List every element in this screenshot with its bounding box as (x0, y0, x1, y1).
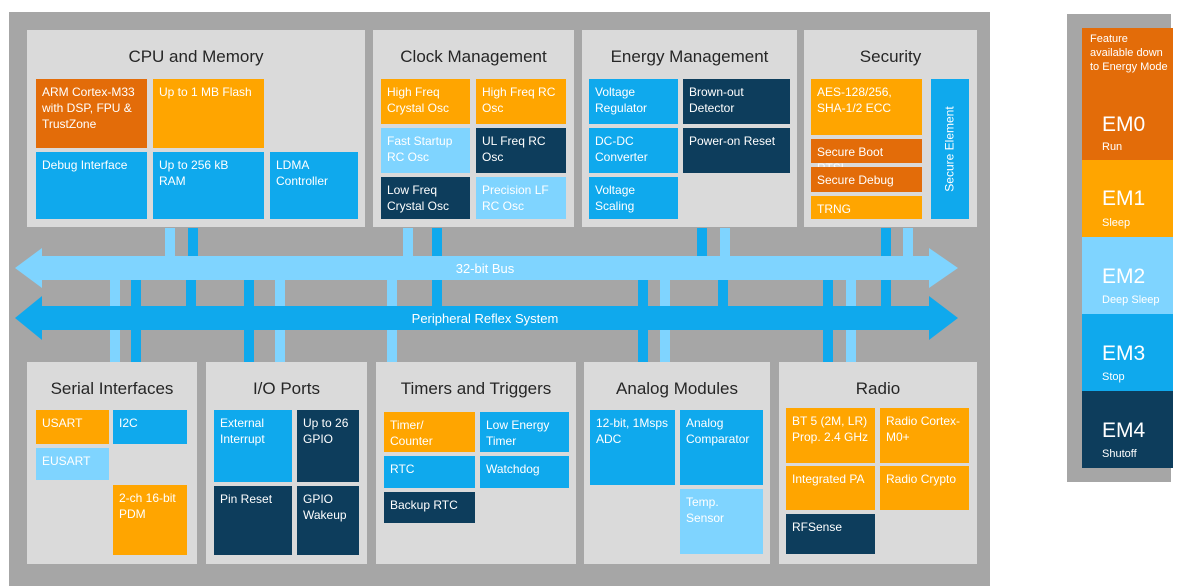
secure-element-label: Secure Element (943, 106, 958, 192)
legend-level-desc: Deep Sleep (1102, 294, 1160, 306)
block-hf-rc-osc: High Freq RC Osc (476, 79, 566, 124)
block-external-interrupt: External Interrupt (214, 410, 292, 482)
connector-bar (720, 228, 730, 262)
block-watchdog: Watchdog (480, 456, 569, 488)
block-gpio-wakeup: GPIO Wakeup (297, 486, 359, 555)
legend-em4: EM4 Shutoff (1082, 391, 1173, 468)
panel-title: Analog Modules (616, 379, 738, 398)
block-rfsense: RFSense (786, 514, 875, 554)
legend-level-name: EM2 (1102, 265, 1146, 288)
legend-level-desc: Run (1102, 141, 1123, 153)
block-radio-cortex-m0: Radio Cortex-M0+ (880, 408, 969, 463)
connector-bar (881, 280, 891, 310)
bus-diagram (15, 248, 958, 340)
connector-bar (432, 280, 442, 310)
panel-title: Serial Interfaces (50, 379, 174, 398)
block-radio-crypto: Radio Crypto (880, 466, 969, 510)
block-secure-debug: Secure Debug (811, 167, 922, 192)
panel-title: Radio (855, 379, 901, 398)
block-ulf-rc-osc: UL Freq RC Osc (476, 128, 566, 173)
block-brown-out-detector: Brown-out Detector (683, 79, 790, 124)
block-pin-reset: Pin Reset (214, 486, 292, 555)
block-secure-element: Secure Element (931, 79, 969, 219)
prs-bus-label: Peripheral Reflex System (411, 311, 559, 326)
block-voltage-scaling: Voltage Scaling (589, 177, 678, 219)
legend-level-desc: Shutoff (1102, 448, 1137, 460)
panel-title: Clock Management (400, 47, 547, 66)
panel-title: Energy Management (610, 47, 769, 66)
legend-level-desc: Sleep (1102, 217, 1131, 229)
legend-header: Feature available down to Energy Mode (1090, 33, 1168, 73)
block-trng: TRNG (811, 196, 922, 219)
bus-32bit-label: 32-bit Bus (455, 261, 515, 276)
block-ldma: LDMA Controller (270, 152, 358, 219)
block-flash: Up to 1 MB Flash (153, 79, 264, 148)
legend-level-name: EM4 (1102, 419, 1146, 442)
bus-32bit-arrow (15, 248, 958, 288)
connector-bar (403, 228, 413, 262)
block-gpio: Up to 26 GPIO (297, 410, 359, 482)
block-eusart: EUSART (36, 448, 109, 480)
block-analog-comparator: Analog Comparator (680, 410, 763, 485)
block-backup-rtc: Backup RTC (384, 492, 475, 523)
block-fast-startup-rc-osc: Fast Startup RC Osc (381, 128, 470, 173)
connector-bar (432, 228, 442, 262)
connector-bar (903, 228, 913, 262)
block-arm-cortex: ARM Cortex-M33 with DSP, FPU & TrustZone (36, 79, 147, 148)
legend-level-desc: Stop (1102, 371, 1125, 383)
panel-title: Timers and Triggers (400, 379, 552, 398)
block-aes-sha-ecc: AES-128/256, SHA-1/2 ECC (811, 79, 922, 135)
panel-title: I/O Ports (252, 379, 321, 398)
block-rtc: RTC (384, 456, 475, 488)
block-letimer: Low Energy Timer (480, 412, 569, 452)
prs-bus-arrow (15, 296, 958, 340)
connector-bar (186, 280, 196, 310)
connector-bar (188, 228, 198, 262)
block-integrated-pa: Integrated PA (786, 466, 875, 510)
panel-title: CPU and Memory (128, 47, 264, 66)
connector-bar (718, 280, 728, 310)
block-hf-crystal-osc: High Freq Crystal Osc (381, 79, 470, 124)
block-power-on-reset: Power-on Reset (683, 128, 790, 173)
block-bt5-radio: BT 5 (2M, LR) Prop. 2.4 GHz (786, 408, 875, 463)
legend-em0: Feature available down to Energy Mode EM… (1082, 28, 1173, 160)
panel-title: Security (859, 47, 922, 66)
block-ram: Up to 256 kB RAM (153, 152, 264, 219)
block-debug-interface: Debug Interface (36, 152, 147, 219)
legend-em2: EM2 Deep Sleep (1082, 237, 1173, 314)
legend-level-name: EM0 (1102, 113, 1146, 136)
block-adc: 12-bit, 1Msps ADC (590, 410, 675, 485)
block-secure-boot: Secure Boot RTSL (811, 139, 922, 175)
connector-bar (881, 228, 891, 262)
legend-level-name: EM3 (1102, 342, 1146, 365)
connector-bar (697, 228, 707, 262)
connector-bar (165, 228, 175, 262)
block-lf-crystal-osc: Low Freq Crystal Osc (381, 177, 470, 219)
block-timer-counter: Timer/ Counter (384, 412, 475, 452)
legend-em1: EM1 Sleep (1082, 160, 1173, 237)
block-usart: USART (36, 410, 109, 444)
block-voltage-regulator: Voltage Regulator (589, 79, 678, 124)
block-pdm: 2-ch 16-bit PDM (113, 485, 187, 555)
legend-level-name: EM1 (1102, 187, 1146, 210)
block-i2c: I2C (113, 410, 187, 444)
block-dc-dc-converter: DC-DC Converter (589, 128, 678, 173)
legend-em3: EM3 Stop (1082, 314, 1173, 391)
block-precision-lf-rc-osc: Precision LF RC Osc (476, 177, 566, 219)
block-temp-sensor: Temp. Sensor (680, 489, 763, 554)
